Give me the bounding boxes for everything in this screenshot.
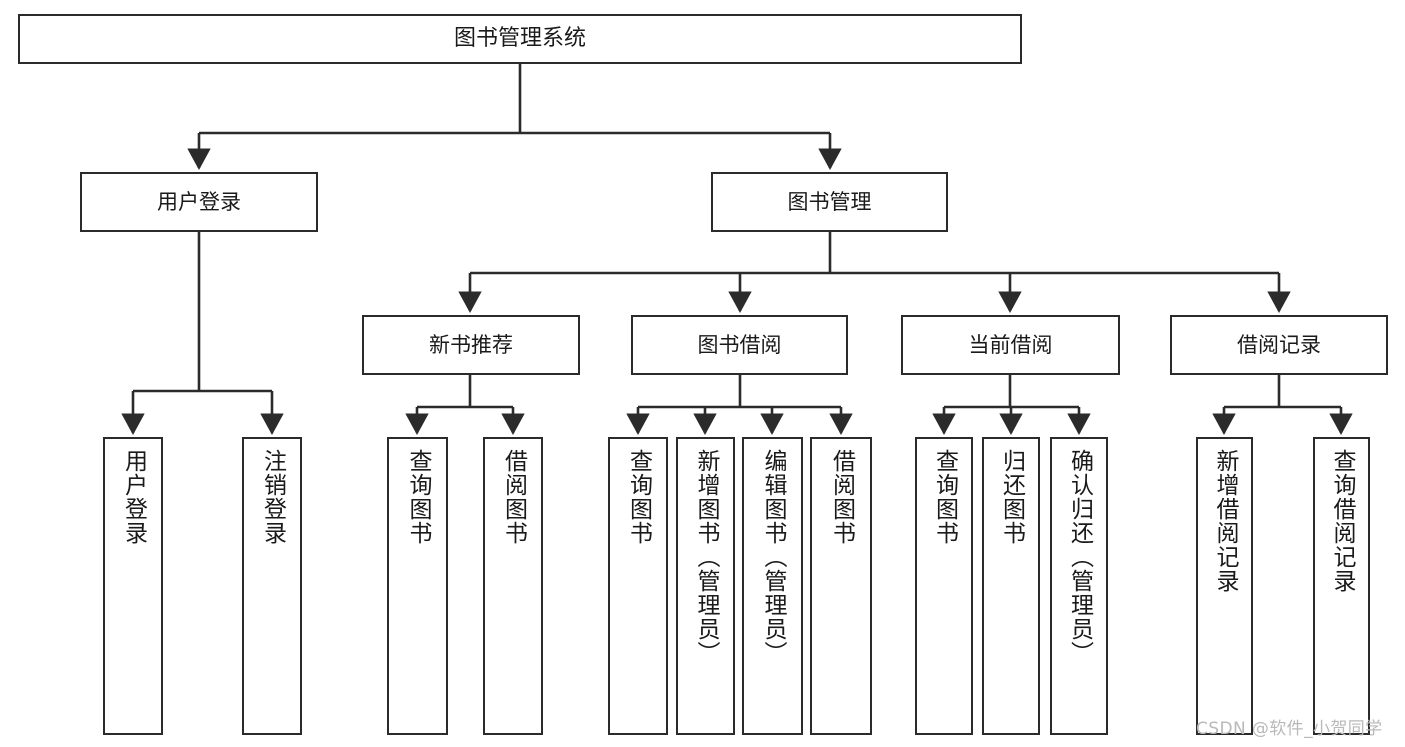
leaf-node[interactable]: 新增借阅记录 (1196, 437, 1253, 735)
leaf-node[interactable]: 新增图书（管理员） (676, 437, 735, 735)
leaf-node-label: 新增借阅记录 (1212, 449, 1238, 593)
node-book-borrow-label: 图书借阅 (697, 332, 782, 357)
node-borrow-records-label: 借阅记录 (1237, 332, 1321, 357)
leaf-node[interactable]: 查询图书 (608, 437, 668, 735)
leaf-node[interactable]: 查询借阅记录 (1313, 437, 1370, 735)
leaf-node-label: 确认归还（管理员） (1066, 449, 1093, 665)
node-new-book-recommend[interactable]: 新书推荐 (362, 315, 580, 375)
leaf-node[interactable]: 用户登录 (103, 437, 163, 735)
node-current-borrow-label: 当前借阅 (968, 332, 1053, 357)
node-borrow-records[interactable]: 借阅记录 (1170, 315, 1388, 375)
leaf-node-label: 查询图书 (625, 449, 652, 545)
node-user-login[interactable]: 用户登录 (80, 172, 318, 232)
node-book-borrow[interactable]: 图书借阅 (631, 315, 848, 375)
leaf-node[interactable]: 借阅图书 (810, 437, 872, 735)
leaf-node-label: 查询借阅记录 (1329, 449, 1355, 593)
leaf-node-label: 注销登录 (259, 449, 286, 545)
leaf-node-label: 借阅图书 (500, 449, 527, 545)
leaf-node-label: 归还图书 (998, 449, 1025, 545)
node-new-book-recommend-label: 新书推荐 (429, 332, 513, 357)
leaf-node-label: 编辑图书（管理员） (760, 449, 786, 665)
node-root-label: 图书管理系统 (453, 26, 586, 52)
leaf-node-label: 查询图书 (405, 449, 431, 545)
leaf-node[interactable]: 查询图书 (915, 437, 973, 735)
node-book-management-label: 图书管理 (787, 189, 872, 214)
leaf-node[interactable]: 确认归还（管理员） (1050, 437, 1108, 735)
leaf-node-label: 借阅图书 (828, 449, 855, 545)
leaf-node-label: 用户登录 (120, 449, 147, 545)
node-current-borrow[interactable]: 当前借阅 (901, 315, 1120, 375)
node-root[interactable]: 图书管理系统 (18, 14, 1022, 64)
leaf-node-label: 新增图书（管理员） (693, 449, 719, 665)
leaf-node[interactable]: 借阅图书 (483, 437, 543, 735)
leaf-node[interactable]: 查询图书 (387, 437, 448, 735)
leaf-node-label: 查询图书 (931, 449, 958, 545)
leaf-node[interactable]: 注销登录 (242, 437, 302, 735)
leaf-node[interactable]: 归还图书 (982, 437, 1040, 735)
leaf-node[interactable]: 编辑图书（管理员） (742, 437, 803, 735)
node-book-management[interactable]: 图书管理 (711, 172, 948, 232)
node-user-login-label: 用户登录 (157, 189, 241, 214)
